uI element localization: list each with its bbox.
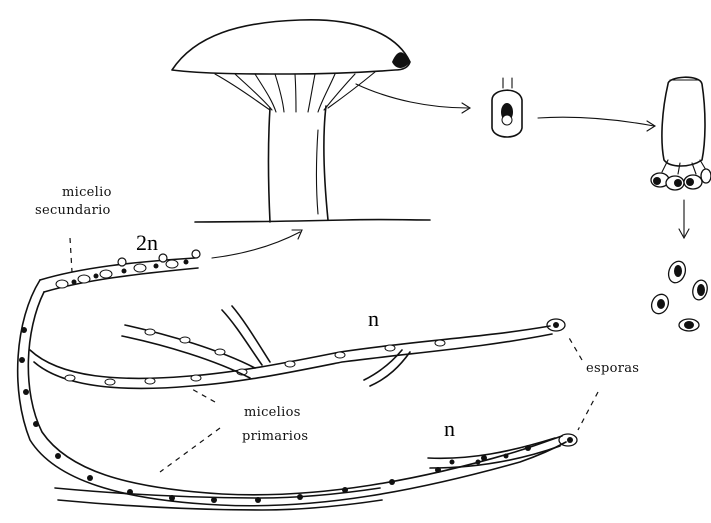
label-haploid-bottom: n: [444, 416, 455, 441]
basidium-with-spores-icon: [651, 77, 711, 190]
mushroom-icon: [172, 20, 430, 222]
spores-icon: [547, 319, 577, 446]
label-haploid-top: n: [368, 306, 379, 331]
label-diploid: 2n: [136, 230, 158, 255]
label-micelio-secundario-line2: secundario: [35, 203, 111, 218]
label-micelios-primarios-line2: primarios: [242, 429, 308, 444]
label-micelios-primarios-line1: micelios: [244, 405, 301, 420]
label-esporas: esporas: [586, 361, 639, 376]
spores-icon: [649, 259, 710, 331]
hyphae-icon: [18, 250, 566, 510]
label-micelio-secundario-line1: micelio: [62, 185, 112, 200]
basidium-icon: [492, 78, 522, 137]
